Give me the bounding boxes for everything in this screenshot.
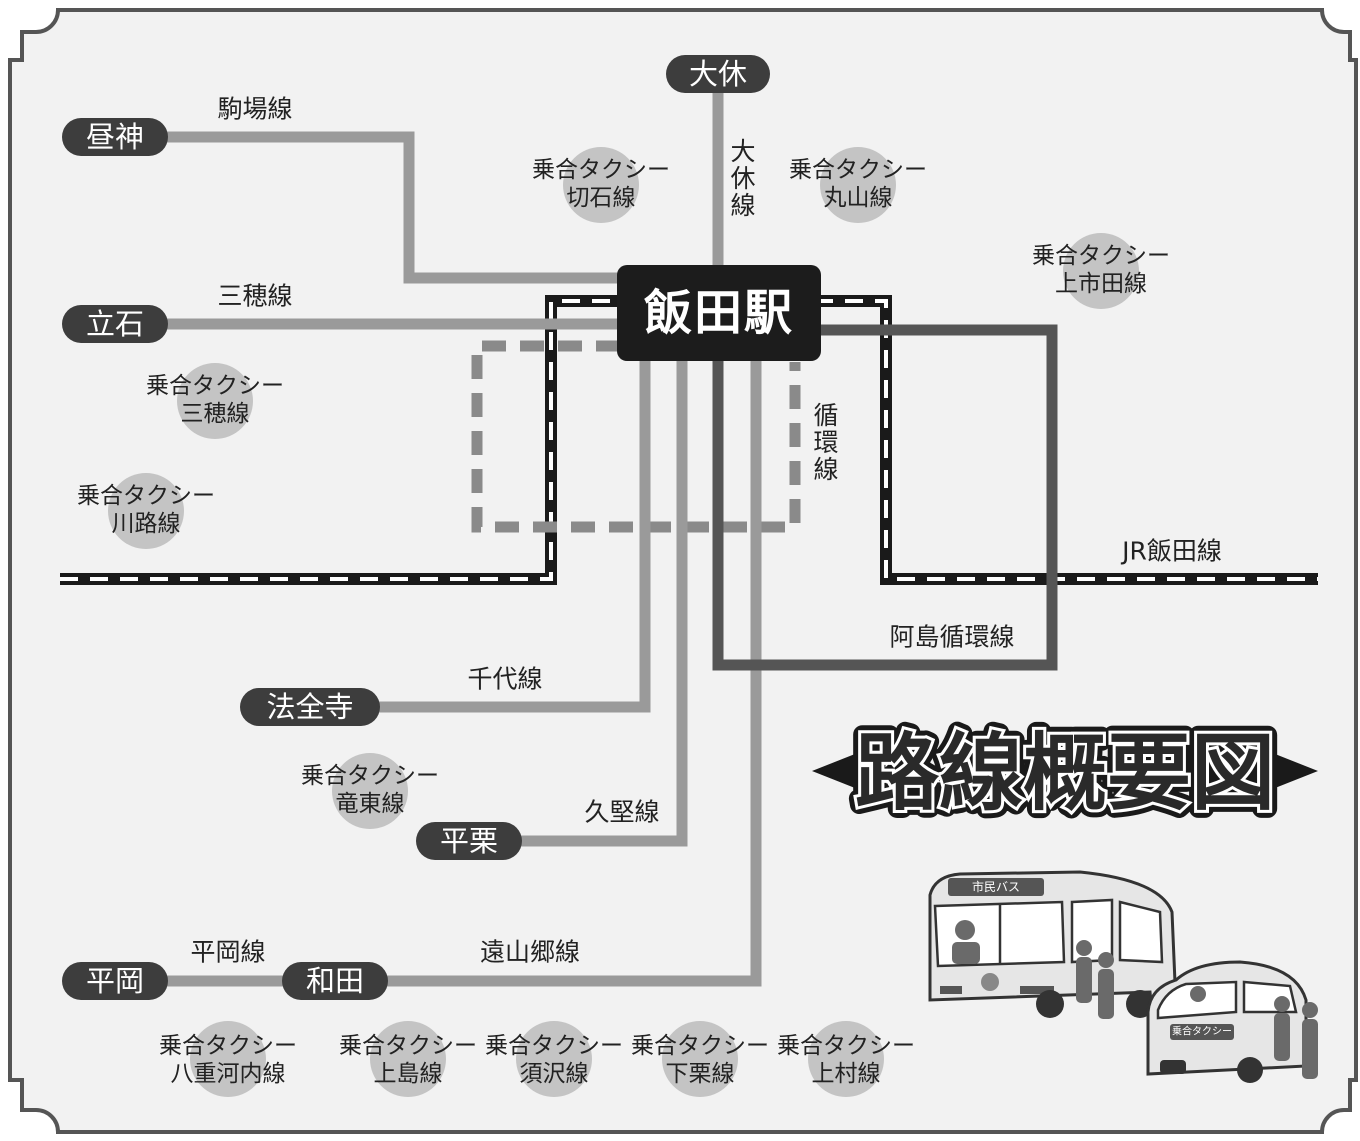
taxi-badge-yaekawachi[interactable]: 乗合タクシー 八重河内線 [159, 1021, 297, 1097]
route-label-jr-iida: JR飯田線 [1120, 537, 1222, 566]
tooyamago-route-line [380, 356, 762, 987]
taxi-badge-kamijima[interactable]: 乗合タクシー 上島線 [339, 1021, 477, 1097]
taxi-badge-suzawa[interactable]: 乗合タクシー 須沢線 [485, 1021, 623, 1097]
iida-station[interactable]: 飯田駅 [617, 265, 821, 361]
komaba-route-line [150, 131, 630, 284]
svg-text:上島線: 上島線 [374, 1061, 443, 1087]
svg-text:竜東線: 竜東線 [336, 791, 405, 817]
svg-text:須沢線: 須沢線 [520, 1061, 589, 1087]
svg-text:下栗線: 下栗線 [666, 1061, 735, 1087]
svg-text:路線概要図: 路線概要図 [855, 724, 1275, 822]
route-label-komaba: 駒場線 [217, 95, 292, 124]
taxi-illustration: 乗合タクシー [1146, 960, 1318, 1083]
route-label-kugata: 久堅線 [584, 798, 659, 827]
terminal-tateishi-label: 立石 [86, 307, 144, 341]
svg-text:乗合タクシー: 乗合タクシー [301, 763, 439, 789]
svg-text:上村線: 上村線 [812, 1061, 881, 1087]
svg-text:乗合タクシー: 乗合タクシー [631, 1033, 769, 1059]
route-label-ajima-junkan: 阿島循環線 [889, 623, 1014, 652]
svg-text:乗合タクシー: 乗合タクシー [1172, 1025, 1232, 1038]
taxi-badge-sanpo[interactable]: 乗合タクシー 三穂線 [146, 363, 284, 439]
taxi-badge-shimoguri[interactable]: 乗合タクシー 下栗線 [631, 1021, 769, 1097]
kugata-route-line [510, 356, 688, 847]
terminal-hiraoka[interactable]: 平岡 [62, 962, 168, 1000]
svg-text:乗合タクシー: 乗合タクシー [1032, 243, 1170, 269]
route-label-tooyamago: 遠山郷線 [480, 938, 580, 967]
iida-station-label: 飯田駅 [644, 285, 794, 341]
route-label-ookyuu: 大休線 [730, 137, 755, 220]
ajima-loop-line [712, 324, 1058, 671]
svg-text:切石線: 切石線 [567, 185, 636, 211]
svg-text:乗合タクシー: 乗合タクシー [77, 483, 215, 509]
terminal-hozenji[interactable]: 法全寺 [240, 688, 380, 726]
terminal-hirugami-label: 昼神 [86, 120, 144, 154]
route-label-sanpo: 三穂線 [217, 282, 292, 311]
taxi-badge-maruyama[interactable]: 乗合タクシー 丸山線 [789, 147, 927, 223]
map-title: 路線概要図 路線概要図 [812, 716, 1318, 830]
svg-text:市民バス: 市民バス [972, 879, 1020, 894]
chiyo-route-line [370, 356, 651, 713]
terminal-hozenji-label: 法全寺 [266, 690, 353, 724]
bus-illustration: 市民バス [928, 870, 1178, 1019]
svg-text:川路線: 川路線 [112, 511, 181, 537]
taxi-badge-kamimura[interactable]: 乗合タクシー 上村線 [777, 1021, 915, 1097]
svg-text:乗合タクシー: 乗合タクシー [159, 1033, 297, 1059]
terminal-ookyuu[interactable]: 大休 [666, 55, 770, 93]
svg-text:上市田線: 上市田線 [1055, 271, 1147, 297]
route-label-junkan: 循環線 [813, 401, 838, 484]
terminal-wada[interactable]: 和田 [282, 962, 388, 1000]
terminal-wada-label: 和田 [306, 964, 364, 998]
terminal-tateishi[interactable]: 立石 [62, 305, 168, 343]
svg-text:乗合タクシー: 乗合タクシー [339, 1033, 477, 1059]
taxi-badge-kiriishi[interactable]: 乗合タクシー 切石線 [532, 147, 670, 223]
svg-text:乗合タクシー: 乗合タクシー [789, 157, 927, 183]
svg-text:丸山線: 丸山線 [824, 185, 893, 211]
junkan-loop-line [471, 340, 801, 533]
svg-text:八重河内線: 八重河内線 [171, 1061, 286, 1087]
svg-text:乗合タクシー: 乗合タクシー [532, 157, 670, 183]
jr-railway [60, 295, 1318, 585]
svg-text:乗合タクシー: 乗合タクシー [777, 1033, 915, 1059]
terminal-hirugami[interactable]: 昼神 [62, 118, 168, 156]
terminal-hiraoka-label: 平岡 [86, 964, 144, 998]
route-label-hiraoka: 平岡線 [190, 938, 265, 967]
svg-text:三穂線: 三穂線 [181, 401, 250, 427]
taxi-badge-kawaji[interactable]: 乗合タクシー 川路線 [77, 473, 215, 549]
terminal-hiraguri[interactable]: 平栗 [416, 822, 522, 860]
taxi-badge-tatsuhigashi[interactable]: 乗合タクシー 竜東線 [301, 753, 439, 829]
map-title-text: 路線概要図 [855, 724, 1275, 822]
terminal-hiraguri-label: 平栗 [440, 824, 498, 858]
terminal-ookyuu-label: 大休 [689, 57, 747, 91]
taxi-badge-kamiichida[interactable]: 乗合タクシー 上市田線 [1032, 233, 1170, 309]
svg-text:乗合タクシー: 乗合タクシー [485, 1033, 623, 1059]
route-label-chiyo: 千代線 [467, 665, 542, 694]
svg-text:乗合タクシー: 乗合タクシー [146, 373, 284, 399]
